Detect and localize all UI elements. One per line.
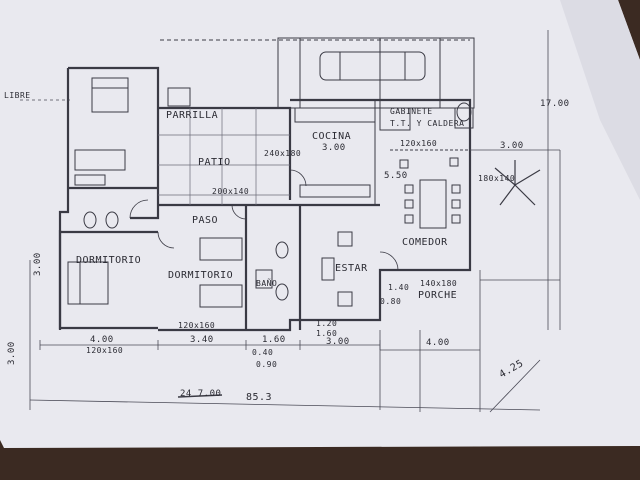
dim-height-300: 3.00: [33, 252, 43, 276]
dim-width-160b: 1.60: [316, 329, 338, 338]
room-label-comedor: COMEDOR: [402, 237, 448, 248]
room-label-paso: PASO: [192, 215, 219, 226]
strike-line: [177, 394, 223, 398]
dim-cocina-width: 3.00: [322, 143, 346, 153]
dim-width-400: 4.00: [90, 335, 114, 345]
dim-libre: LIBRE: [4, 91, 31, 100]
bathroom-fixtures: [83, 102, 472, 301]
room-label-estar: ESTAR: [335, 263, 368, 274]
living-furniture-icon: [321, 231, 353, 307]
garage-outline: [160, 37, 475, 109]
dim-porch-height: 1.40: [388, 283, 410, 292]
dim-porch-window: 140x180: [420, 279, 458, 288]
dim-right-window: 180x140: [478, 174, 516, 183]
dim-area-853: 85.3: [246, 392, 273, 403]
dim-width-300: 3.00: [326, 337, 350, 347]
dimension-lines: [20, 30, 561, 413]
room-label-dormitorio-left: DORMITORIO: [76, 255, 142, 266]
dim-right-300: 3.00: [500, 141, 524, 151]
room-label-gabinete-sub: T.T. Y CALDERA: [390, 119, 465, 128]
dim-width-160: 1.60: [262, 335, 286, 345]
kitchen-fixtures: [294, 100, 474, 205]
room-label-cocina: COCINA: [312, 131, 352, 142]
paper-shade: [560, 0, 640, 200]
room-label-dormitorio-center: DORMITORIO: [168, 270, 234, 281]
dim-width-120: 1.20: [316, 319, 338, 328]
room-label-bano: BAÑO: [256, 279, 278, 288]
dim-porch-height-2: 0.80: [380, 297, 402, 306]
dim-dorm-window-1: 120x160: [86, 346, 124, 355]
room-label-parrilla: PARRILLA: [166, 110, 219, 121]
dim-patio-window: 200x140: [212, 187, 250, 196]
dim-right-1700: 17.00: [540, 99, 570, 109]
dim-area-struck: 24 7.00: [180, 389, 222, 399]
dim-width-400b: 4.00: [426, 338, 450, 348]
bed-icon: [67, 77, 243, 308]
car-icon: [319, 51, 426, 81]
dim-cocina-window: 240x180: [264, 149, 302, 158]
plant-icon: [494, 160, 541, 206]
door-swing: [129, 169, 399, 271]
dim-width-340: 3.40: [190, 335, 214, 345]
room-label-patio: PATIO: [198, 157, 231, 168]
wardrobe-icon: [74, 87, 191, 186]
dim-height-300b: 3.00: [7, 341, 17, 365]
dim-gabinete-window: 120x160: [400, 139, 438, 148]
patio-grid: [158, 108, 290, 205]
dim-width-040: 0.40: [252, 348, 274, 357]
room-label-porche: PORCHE: [418, 290, 458, 301]
dining-table-icon: [399, 157, 461, 229]
dim-dorm-window-2: 120x160: [178, 321, 216, 330]
dim-width-090: 0.90: [256, 360, 278, 369]
room-label-gabinete: GABINETE: [390, 107, 433, 116]
dim-right-550: 5.50: [384, 171, 408, 181]
